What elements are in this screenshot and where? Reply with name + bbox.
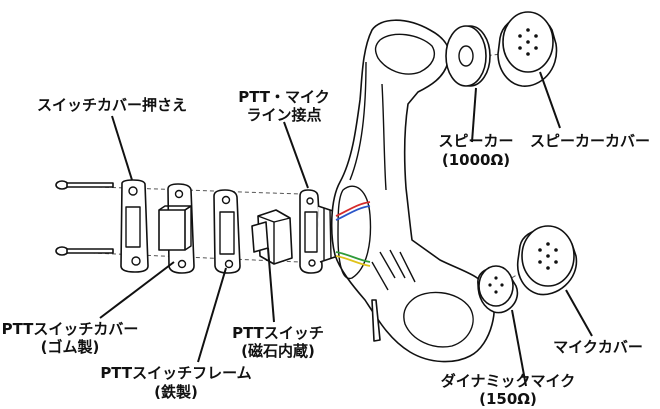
- label-ptt-switch-cover-2: (ゴム製): [41, 338, 100, 356]
- speaker-unit: [445, 25, 491, 87]
- label-switch-cover-holder: スイッチカバー押さえ: [37, 96, 187, 114]
- switch-cover-holder-plate: [120, 179, 149, 273]
- screw-bottom: [55, 246, 114, 256]
- handset-body: [330, 19, 496, 363]
- ptt-switch-cover-rubber: [158, 183, 195, 274]
- label-ptt-switch-frame-1: PTTスイッチフレーム: [100, 364, 251, 382]
- labels: スイッチカバー押さえ PTT・マイク ライン接点 スピーカー (1000Ω) ス…: [2, 88, 650, 408]
- speaker-cover: [497, 11, 558, 87]
- label-mic-cover: マイクカバー: [553, 338, 643, 356]
- wire-green: [335, 251, 371, 263]
- wire-red: [335, 201, 371, 217]
- dynamic-mic: [477, 265, 519, 314]
- screw-top: [55, 180, 114, 190]
- label-speaker-cover: スピーカーカバー: [530, 132, 650, 150]
- wire-blue: [335, 205, 371, 221]
- label-speaker-2: (1000Ω): [442, 151, 510, 169]
- label-dynamic-mic-1: ダイナミックマイク: [441, 372, 575, 390]
- label-ptt-switch-cover-1: PTTスイッチカバー: [2, 320, 139, 338]
- wire-yellow: [335, 255, 371, 267]
- mic-cover: [516, 225, 578, 296]
- ptt-switch-magnet: [251, 209, 293, 265]
- label-speaker-1: スピーカー: [438, 132, 513, 150]
- label-ptt-mic-contact-1: PTT・マイク: [238, 88, 330, 106]
- label-ptt-switch-2: (磁石内蔵): [241, 342, 315, 360]
- label-ptt-switch-1: PTTスイッチ: [232, 324, 324, 342]
- wires: [335, 201, 371, 267]
- ptt-switch-frame-iron: [213, 189, 241, 274]
- label-ptt-mic-contact-2: ライン接点: [246, 106, 321, 124]
- label-dynamic-mic-2: (150Ω): [479, 390, 537, 408]
- label-ptt-switch-frame-2: (鉄製): [154, 383, 198, 401]
- leader-lines: [99, 71, 593, 387]
